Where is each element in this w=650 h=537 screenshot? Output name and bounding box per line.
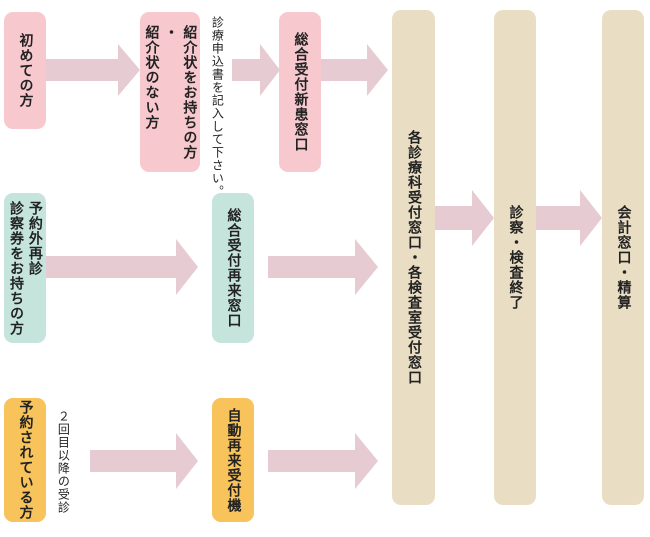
- referral-line-with-letter: 紹介状をお持ちの方: [181, 24, 198, 160]
- second-visit-note: ２回目以降の受診: [56, 410, 71, 514]
- reception-column: 各診療科受付窓口・各検査室受付窓口: [392, 10, 435, 505]
- arrow-return-window-to-reception: [268, 239, 378, 295]
- new-patient-window-label: 総合受付新患窓口: [292, 32, 309, 152]
- return-window-label: 総合受付再来窓口: [225, 208, 242, 328]
- scheduled-box: 予約されている方: [4, 398, 46, 522]
- arrow-new-window-to-reception: [321, 44, 388, 96]
- arrow-scheduled-to-machine: [90, 433, 198, 489]
- new-patient-window-box: 総合受付新患窓口: [279, 12, 321, 172]
- referral-line-without-letter: 紹介状のない方: [143, 24, 160, 130]
- first-visit-box: 初めての方: [4, 12, 46, 129]
- referral-text: 紹介状をお持ちの方 ・ 紹介状のない方: [142, 25, 199, 160]
- arrow-referral-to-new-window: [232, 44, 280, 96]
- checkout-column: 会計窓口・精算: [602, 10, 644, 505]
- arrow-exam-to-checkout: [536, 190, 602, 246]
- arrow-first-to-referral: [45, 44, 140, 96]
- reception-label: 各診療科受付窓口・各検査室受付窓口: [405, 130, 422, 385]
- arrow-reception-to-exam: [435, 190, 494, 246]
- return-window-box: 総合受付再来窓口: [212, 193, 254, 343]
- referral-dot: ・: [162, 24, 179, 40]
- scheduled-label: 予約されている方: [17, 400, 34, 520]
- auto-machine-box: 自動再来受付機: [212, 398, 254, 522]
- arrow-unscheduled-to-window: [46, 239, 198, 295]
- unscheduled-box: 予約外再診 診察券をお持ちの方: [4, 193, 46, 343]
- first-visit-label: 初めての方: [17, 33, 34, 108]
- exam-done-column: 診察・検査終了: [494, 10, 536, 505]
- unscheduled-line2: 診察券をお持ちの方: [8, 200, 24, 336]
- referral-box: 紹介状をお持ちの方 ・ 紹介状のない方: [140, 12, 200, 172]
- unscheduled-line1: 予約外再診: [26, 200, 43, 276]
- checkout-label: 会計窓口・精算: [615, 205, 632, 310]
- unscheduled-text: 予約外再診 診察券をお持ちの方: [6, 201, 44, 336]
- exam-done-label: 診察・検査終了: [507, 205, 524, 310]
- auto-machine-label: 自動再来受付機: [225, 407, 242, 513]
- application-form-note: 診療申込書を記入して下さい。: [210, 16, 225, 198]
- arrow-machine-to-reception: [268, 433, 378, 489]
